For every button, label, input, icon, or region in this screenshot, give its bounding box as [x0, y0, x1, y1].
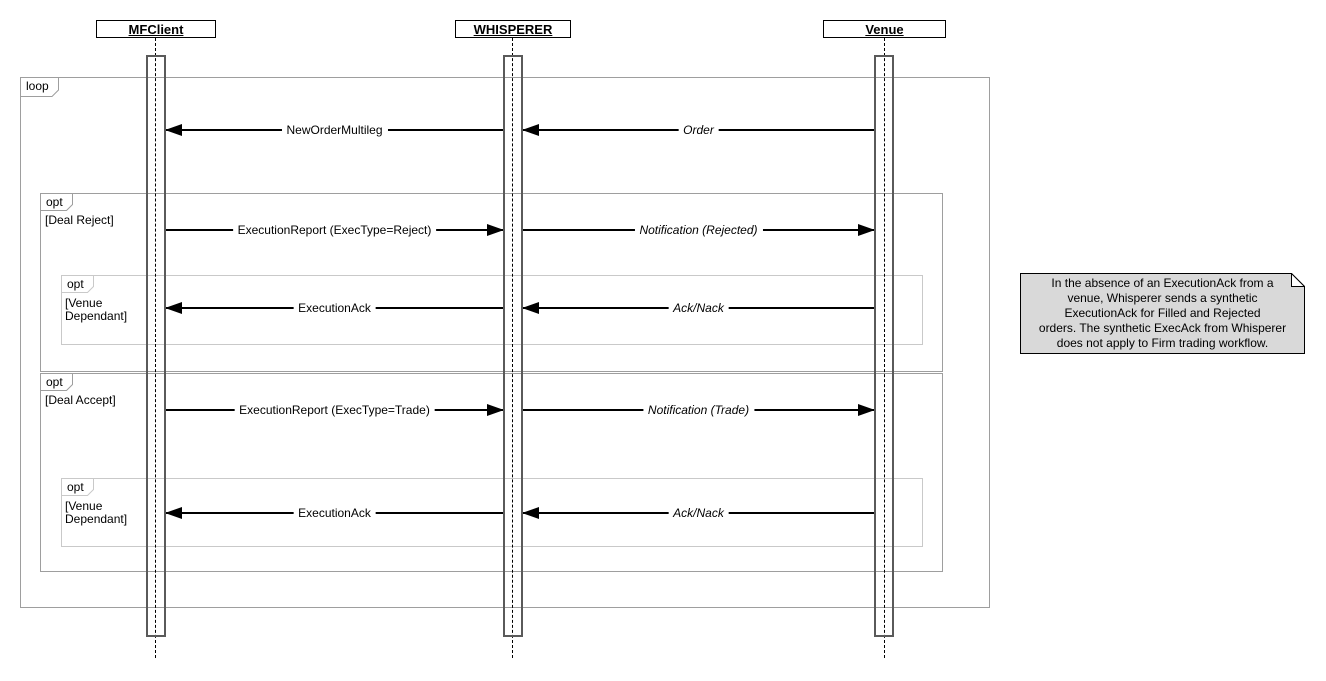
arrowhead-icon: [522, 124, 539, 136]
guard-deal-reject: [Deal Reject]: [45, 213, 114, 227]
fragment-tab-shape: [40, 193, 73, 211]
lifeline-mfclient: [155, 38, 156, 658]
arrowhead-icon: [165, 124, 182, 136]
opt-venue-dependant-fragment: opt [Venue Dependant]: [61, 478, 923, 547]
opt-deal-reject-fragment: opt [Deal Reject] opt [Venue Dependant]: [40, 193, 943, 372]
message-label: Ack/Nack: [668, 506, 729, 520]
actor-venue: Venue: [823, 20, 946, 38]
fragment-tab-shape: [40, 373, 73, 391]
loop-fragment-label: loop: [26, 79, 49, 93]
note-line: venue, Whisperer sends a synthetic: [1067, 291, 1258, 305]
message-label: Notification (Trade): [642, 403, 755, 417]
note-shape: [1020, 273, 1305, 354]
actor-mfclient: MFClient: [96, 20, 216, 38]
note-line: does not apply to Firm trading workflow.: [1056, 336, 1269, 350]
actor-name: Venue: [865, 21, 904, 37]
opt-fragment-tab: opt: [40, 373, 73, 396]
arrowhead-icon: [487, 224, 504, 236]
message-label: ExecutionAck: [293, 301, 376, 315]
arrowhead-icon: [858, 224, 875, 236]
note-text: In the absence of an ExecutionAck from a…: [1020, 276, 1305, 351]
arrowhead-icon: [522, 507, 539, 519]
lifeline-venue: [884, 38, 885, 658]
guard-venue-dependant: [Venue Dependant]: [65, 296, 128, 323]
note-fold-icon: [1291, 273, 1305, 287]
activation-bar-venue: [874, 55, 894, 637]
actor-name: MFClient: [128, 21, 184, 37]
guard-deal-accept: [Deal Accept]: [45, 393, 116, 407]
arrowhead-icon: [858, 404, 875, 416]
activation-bar-whisperer: [503, 55, 523, 637]
note-line: In the absence of an ExecutionAck from a: [1051, 276, 1274, 290]
loop-fragment-tab: loop: [20, 77, 59, 102]
message-label: ExecutionAck: [293, 506, 376, 520]
loop-fragment: loop: [20, 77, 990, 608]
opt-venue-dependant-fragment: opt [Venue Dependant]: [61, 275, 923, 345]
fragment-tab-shape: [61, 275, 94, 293]
fragment-tab-shape: [20, 77, 59, 97]
opt-fragment-label: opt: [46, 375, 63, 389]
message-label: ExecutionReport (ExecType=Trade): [234, 403, 435, 417]
opt-fragment-label: opt: [46, 195, 63, 209]
message-label: ExecutionReport (ExecType=Reject): [232, 223, 437, 237]
opt-fragment-label: opt: [67, 480, 84, 494]
arrowhead-icon: [522, 302, 539, 314]
opt-fragment-label: opt: [67, 277, 84, 291]
guard-venue-dependant: [Venue Dependant]: [65, 499, 128, 526]
note-line: orders. The synthetic ExecAck from Whisp…: [1038, 321, 1287, 335]
activation-bar-mfclient: [146, 55, 166, 637]
message-label: Notification (Rejected): [634, 223, 763, 237]
message-label: NewOrderMultileg: [281, 123, 388, 137]
actor-name: WHISPERER: [473, 21, 553, 37]
actor-whisperer: WHISPERER: [455, 20, 571, 38]
arrowhead-icon: [165, 507, 182, 519]
arrowhead-icon: [165, 302, 182, 314]
opt-fragment-tab: opt: [61, 478, 94, 501]
lifeline-whisperer: [512, 38, 513, 658]
arrowhead-icon: [487, 404, 504, 416]
note-line: ExecutionAck for Filled and Rejected: [1064, 306, 1261, 320]
note: In the absence of an ExecutionAck from a…: [1020, 273, 1305, 354]
opt-fragment-tab: opt: [40, 193, 73, 216]
opt-fragment-tab: opt: [61, 275, 94, 298]
opt-deal-accept-fragment: opt [Deal Accept] opt [Venue Dependant]: [40, 373, 943, 572]
fragment-tab-shape: [61, 478, 94, 496]
message-label: Ack/Nack: [668, 301, 729, 315]
message-label: Order: [678, 123, 719, 137]
